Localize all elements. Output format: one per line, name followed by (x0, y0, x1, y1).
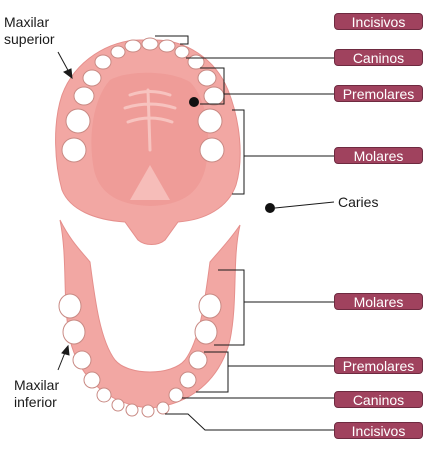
lower-canine (169, 388, 183, 402)
upper-incisor (159, 40, 175, 52)
lower-incisor (142, 405, 154, 417)
lower-premolar (180, 372, 196, 388)
lower-molar (195, 320, 217, 344)
label-premolares-upper: Premolares (334, 85, 423, 102)
upper-premolar (204, 87, 224, 105)
upper-jaw-label-line2: superior (4, 31, 55, 48)
upper-molar (62, 138, 86, 162)
lower-molar (63, 320, 85, 344)
upper-jaw-label: Maxilar superior (4, 14, 55, 48)
upper-incisor (142, 38, 158, 50)
caries-spot-tooth (189, 97, 199, 107)
upper-canine (188, 55, 204, 69)
label-caninos-lower: Caninos (334, 391, 423, 408)
upper-premolar (198, 70, 216, 86)
lower-incisor (126, 404, 138, 416)
lower-jaw-label: Maxilar inferior (14, 377, 59, 411)
label-molares-upper: Molares (334, 147, 423, 164)
label-molares-lower: Molares (334, 293, 423, 310)
label-caninos-upper: Caninos (334, 49, 423, 66)
upper-canine (95, 55, 111, 69)
caries-line (275, 202, 334, 208)
label-incisivos-lower: Incisivos (334, 422, 423, 439)
lower-jaw-label-line2: inferior (14, 394, 59, 411)
lower-molar (59, 294, 81, 318)
lower-molar (199, 294, 221, 318)
lower-premolar (73, 351, 91, 369)
caries-spot-legend (265, 203, 275, 213)
upper-arrow-head (64, 69, 72, 78)
incisivos-bottom-bracket (165, 414, 334, 430)
lower-jaw-label-line1: Maxilar (14, 377, 59, 394)
lower-premolar (189, 351, 207, 369)
lower-incisor (157, 402, 169, 414)
lower-premolar (84, 372, 100, 388)
lower-incisor (112, 399, 124, 411)
lower-canine (97, 388, 111, 402)
upper-incisor (175, 46, 189, 58)
upper-premolar (74, 87, 94, 105)
caries-label: Caries (338, 194, 378, 211)
tongue-region (100, 270, 200, 368)
lower-arrow-head (62, 346, 69, 355)
upper-premolar (83, 70, 101, 86)
label-premolares-lower: Premolares (334, 357, 423, 374)
upper-molar (198, 109, 222, 133)
upper-incisor (125, 40, 141, 52)
upper-molar (200, 138, 224, 162)
upper-molar (66, 109, 90, 133)
upper-incisor (111, 46, 125, 58)
label-incisivos-upper: Incisivos (334, 13, 423, 30)
upper-jaw-label-line1: Maxilar (4, 14, 55, 31)
